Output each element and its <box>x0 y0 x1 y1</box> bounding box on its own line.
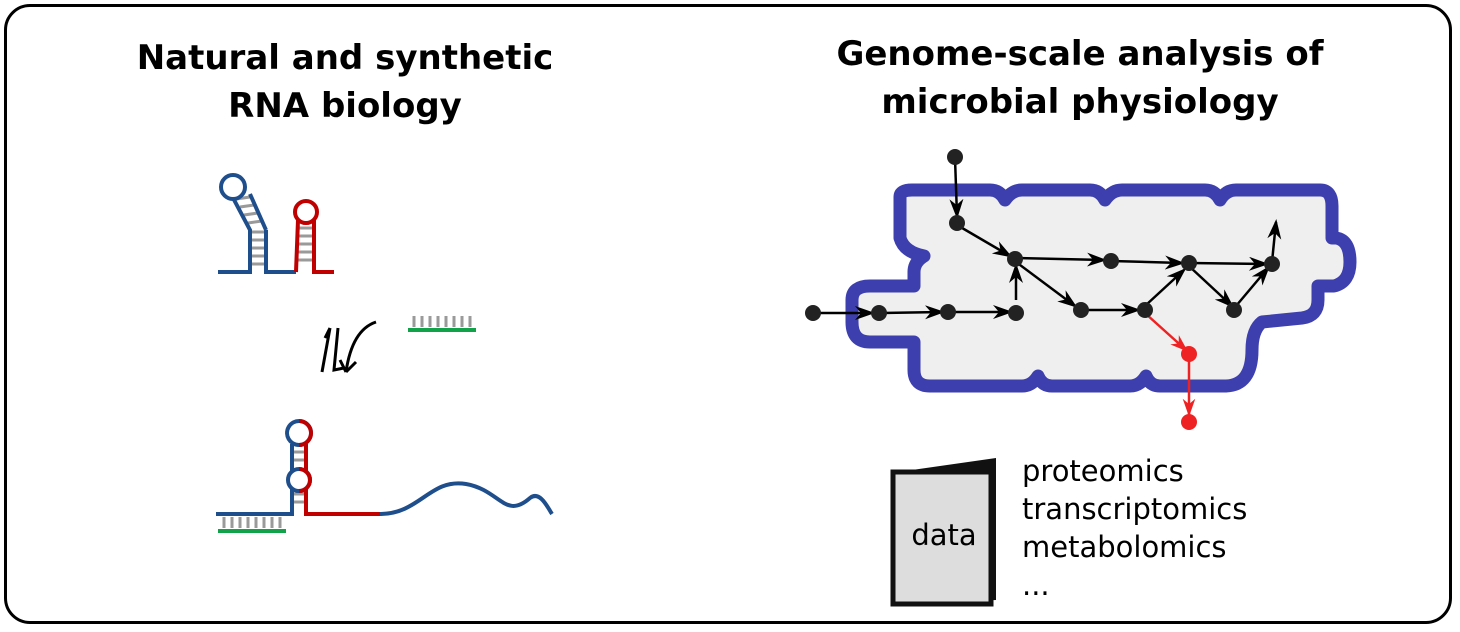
red-loop <box>293 199 319 225</box>
green-binder-free <box>408 316 476 332</box>
blue-strand-right <box>264 230 296 274</box>
network-node <box>940 304 956 320</box>
right-panel-title: Genome-scale analysis of microbial physi… <box>820 30 1340 126</box>
network-nodes <box>805 149 1280 321</box>
red-stem-base-pairs <box>298 226 314 262</box>
mrna-wave <box>379 481 554 516</box>
network-node <box>1181 255 1197 271</box>
left-title-line1: Natural and synthetic <box>136 38 554 78</box>
network-nodes-red <box>1181 346 1197 430</box>
blue-strand-left <box>218 195 252 274</box>
equilibrium-arrows <box>320 320 377 374</box>
network-node <box>1226 302 1242 318</box>
data-label: data <box>911 518 977 552</box>
omics-list: proteomics transcriptomics metabolomics … <box>1022 452 1247 604</box>
network-node <box>1007 251 1023 267</box>
right-title-line2: microbial physiology <box>881 82 1279 122</box>
omics-item: ... <box>1022 568 1050 602</box>
network-node <box>871 305 887 321</box>
omics-item: metabolomics <box>1022 530 1227 564</box>
right-title-line1: Genome-scale analysis of <box>836 34 1324 74</box>
network-node <box>1073 302 1089 318</box>
bound-base-pairs <box>222 450 306 528</box>
rna-hairpin-pair-top <box>218 173 334 274</box>
network-node <box>1103 253 1119 269</box>
network-node-red <box>1181 346 1197 362</box>
network-node <box>805 305 821 321</box>
network-node <box>1137 302 1153 318</box>
network-node <box>949 215 965 231</box>
data-folder-icon <box>890 458 996 607</box>
omics-item: transcriptomics <box>1022 492 1248 526</box>
left-panel-title: Natural and synthetic RNA biology <box>100 34 590 130</box>
left-title-line2: RNA biology <box>228 86 462 126</box>
red-strand <box>294 219 334 274</box>
cell-outline <box>845 183 1357 393</box>
network-node <box>1264 256 1280 272</box>
rna-bound-complex <box>216 419 554 533</box>
network-node <box>947 149 963 165</box>
network-edges <box>812 157 1282 320</box>
blue-loop <box>219 173 247 201</box>
blue-stem-diag <box>248 193 268 231</box>
network-node <box>1008 305 1024 321</box>
omics-item: proteomics <box>1022 454 1184 488</box>
network-edges-red <box>1145 313 1196 417</box>
network-node-red <box>1181 414 1197 430</box>
